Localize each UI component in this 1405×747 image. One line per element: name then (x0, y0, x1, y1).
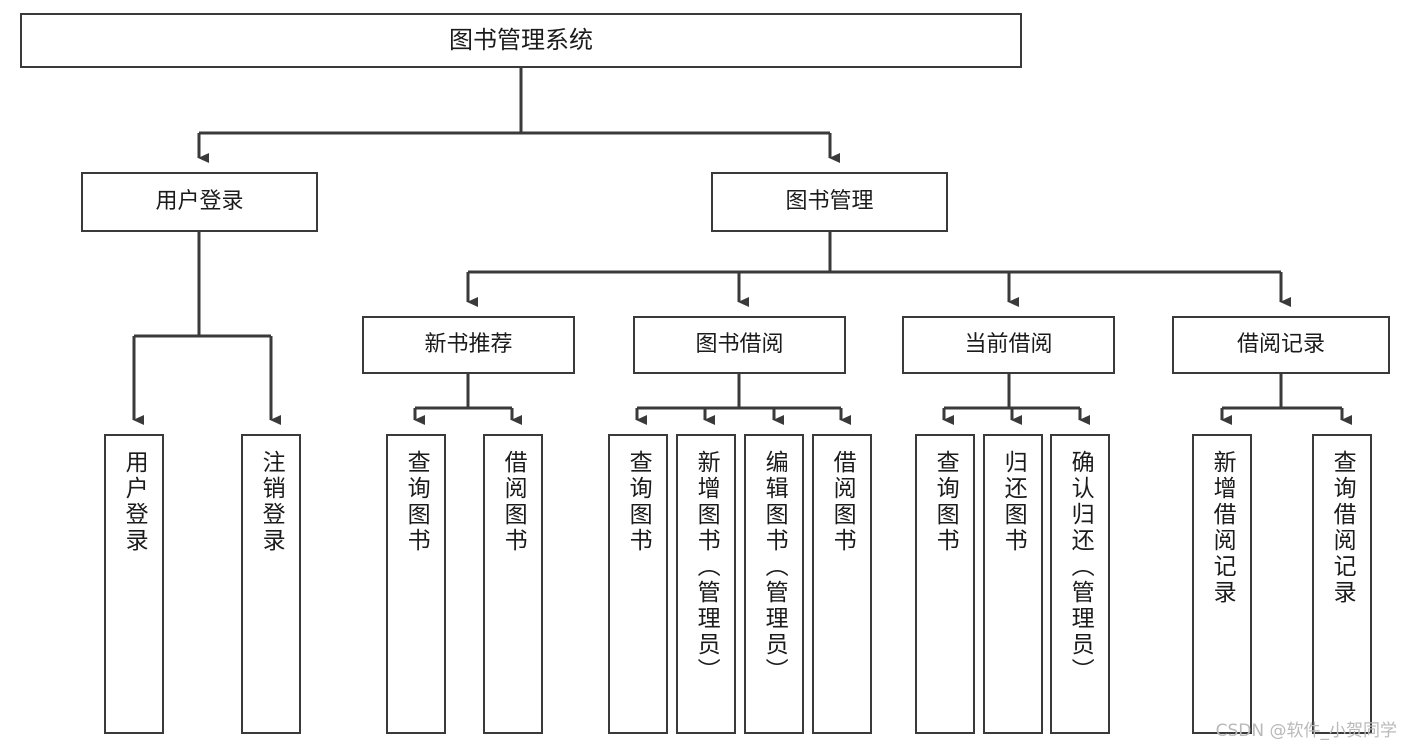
leaf-add-borrow-record[interactable]: 新增借阅记录 (1192, 434, 1252, 734)
node-label: 归还图书 (1000, 450, 1027, 554)
node-label: 借阅图书 (829, 450, 856, 554)
node-label: 图书管理系统 (449, 25, 593, 54)
leaf-return-book[interactable]: 归还图书 (983, 434, 1043, 734)
leaf-query-book-recommend[interactable]: 查询图书 (386, 434, 446, 734)
node-book-borrow[interactable]: 图书借阅 (633, 316, 846, 374)
node-user-login[interactable]: 用户登录 (81, 172, 318, 232)
leaf-edit-book-admin[interactable]: 编辑图书（管理员） (744, 434, 804, 734)
node-label: 图书借阅 (695, 332, 784, 358)
leaf-query-book-borrow[interactable]: 查询图书 (608, 434, 668, 734)
leaf-user-login[interactable]: 用户登录 (104, 434, 164, 734)
node-label: 新书推荐 (424, 332, 513, 358)
node-label: 用户登录 (155, 189, 244, 215)
node-label: 用户登录 (121, 450, 148, 554)
node-current-borrow[interactable]: 当前借阅 (902, 316, 1115, 374)
leaf-query-book-current[interactable]: 查询图书 (915, 434, 975, 734)
node-label: 确认归还（管理员） (1067, 450, 1094, 684)
node-label: 借阅图书 (500, 450, 527, 554)
node-label: 查询图书 (403, 450, 430, 554)
node-label: 查询图书 (932, 450, 959, 554)
node-label: 查询图书 (625, 450, 652, 554)
node-label: 新增借阅记录 (1209, 450, 1236, 606)
leaf-logout[interactable]: 注销登录 (241, 434, 301, 734)
node-book-management[interactable]: 图书管理 (711, 172, 948, 232)
leaf-add-book-admin[interactable]: 新增图书（管理员） (676, 434, 736, 734)
node-borrow-record[interactable]: 借阅记录 (1172, 316, 1390, 374)
node-label: 借阅记录 (1236, 332, 1325, 358)
leaf-confirm-return-admin[interactable]: 确认归还（管理员） (1050, 434, 1110, 734)
node-new-book-recommend[interactable]: 新书推荐 (362, 316, 575, 374)
node-label: 查询借阅记录 (1329, 450, 1356, 606)
leaf-query-borrow-record[interactable]: 查询借阅记录 (1312, 434, 1372, 734)
node-root-system[interactable]: 图书管理系统 (20, 13, 1022, 68)
node-label: 新增图书（管理员） (693, 450, 720, 684)
leaf-borrow-book-recommend[interactable]: 借阅图书 (483, 434, 543, 734)
leaf-borrow-book[interactable]: 借阅图书 (812, 434, 872, 734)
node-label: 当前借阅 (964, 332, 1053, 358)
node-label: 图书管理 (785, 189, 874, 215)
node-label: 注销登录 (258, 450, 285, 554)
watermark: CSDN @软件_小贺同学 (1215, 721, 1397, 741)
node-label: 编辑图书（管理员） (761, 450, 788, 684)
